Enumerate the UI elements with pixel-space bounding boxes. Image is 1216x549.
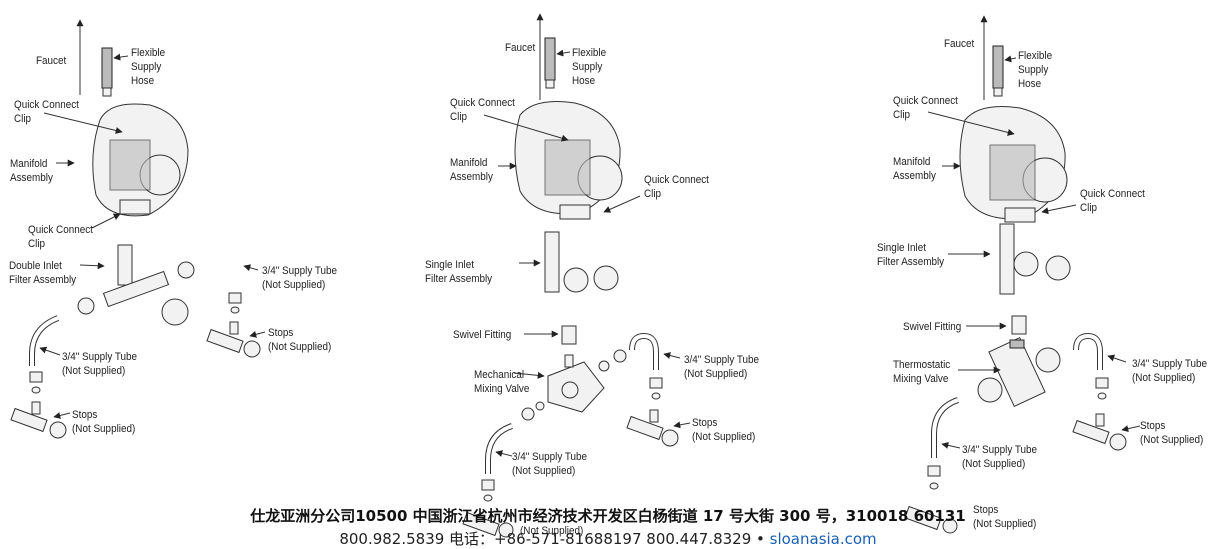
label-stops-1-left: Stops (Not Supplied) [72,409,136,435]
double-inlet-filter-1 [77,244,195,326]
swivel-fitting-2 [561,325,577,345]
label-quick-connect-clip-3-side: Quick Connect Clip [1080,188,1145,214]
label-flexible-supply-hose-2: Flexible Supply Hose [572,47,607,87]
manifold-assembly-2 [514,101,623,220]
panel-2-artwork [462,13,691,538]
label-stops-1-right: Stops (Not Supplied) [268,327,332,353]
stop-valve-1-right [206,321,261,358]
label-supply-tube-3-left: 3/4" Supply Tube (Not Supplied) [962,444,1038,470]
thermostatic-mixing-valve-3 [977,336,1061,408]
label-stops-2-left: (Not Supplied) [520,525,584,537]
stop-valve-2-right [626,409,679,447]
label-supply-tube-2-left: 3/4" Supply Tube (Not Supplied) [512,451,588,477]
label-quick-connect-clip-3-top: Quick Connect Clip [893,95,958,121]
label-faucet-2: Faucet [505,42,536,54]
label-quick-connect-clip-2-top: Quick Connect Clip [450,97,515,123]
footer-address: 仕龙亚洲分公司10500 中国浙江省杭州市经济技术开发区白杨街道 17 号大街 … [250,507,966,525]
mechanical-mixing-valve-2 [547,354,605,413]
label-manifold-assembly-3: Manifold Assembly [893,156,936,182]
label-manifold-assembly-1: Manifold Assembly [10,158,53,184]
panel-3-artwork [904,15,1141,534]
footer-website-link[interactable]: sloanasia.com [769,530,877,548]
label-supply-tube-3-right: 3/4" Supply Tube (Not Supplied) [1132,358,1208,384]
panel-1-artwork [10,19,266,439]
footer-phone-text: 800.982.5839 电话：+86-571-81688197 800.447… [339,530,770,548]
label-thermostatic-mixing-valve: Thermostatic Mixing Valve [893,359,951,385]
label-quick-connect-clip-1-top: Quick Connect Clip [14,99,79,125]
label-flexible-supply-hose-3: Flexible Supply Hose [1018,50,1053,90]
label-supply-tube-1-right: 3/4" Supply Tube (Not Supplied) [262,265,338,291]
label-flexible-supply-hose-1: Flexible Supply Hose [131,47,166,87]
label-swivel-fitting-3: Swivel Fitting [903,321,962,333]
label-supply-tube-2-right: 3/4" Supply Tube (Not Supplied) [684,354,760,380]
footer-contact: 800.982.5839 电话：+86-571-81688197 800.447… [0,528,1216,549]
label-single-inlet-filter-2: Single Inlet Filter Assembly [425,259,493,285]
label-stops-3-left: Stops (Not Supplied) [973,504,1037,530]
flexible-hose-1 [101,47,113,89]
swivel-fitting-3 [1011,315,1027,335]
label-swivel-fitting-2: Swivel Fitting [453,329,512,341]
label-double-inlet-filter-1: Double Inlet Filter Assembly [9,260,77,286]
manifold-assembly-3 [959,106,1068,223]
stop-valve-1-left [10,401,67,439]
label-supply-tube-1-left: 3/4" Supply Tube (Not Supplied) [62,351,138,377]
label-faucet-1: Faucet [36,55,67,67]
label-quick-connect-clip-1-bottom: Quick Connect Clip [28,224,93,250]
label-manifold-assembly-2: Manifold Assembly [450,157,493,183]
label-mechanical-mixing-valve: Mechanical Mixing Valve [474,369,530,395]
stop-valve-3-left [904,505,958,534]
single-inlet-filter-3 [999,223,1071,295]
stop-valve-3-right [1072,413,1127,451]
label-faucet-3: Faucet [944,38,975,50]
single-inlet-filter-2 [544,231,619,293]
label-stops-2-right: Stops (Not Supplied) [692,417,756,443]
label-stops-3-right: Stops (Not Supplied) [1140,420,1204,446]
label-quick-connect-clip-2-side: Quick Connect Clip [644,174,709,200]
label-single-inlet-filter-3: Single Inlet Filter Assembly [877,242,945,268]
stop-valve-2-left [462,511,514,538]
manifold-assembly-1 [92,103,189,217]
